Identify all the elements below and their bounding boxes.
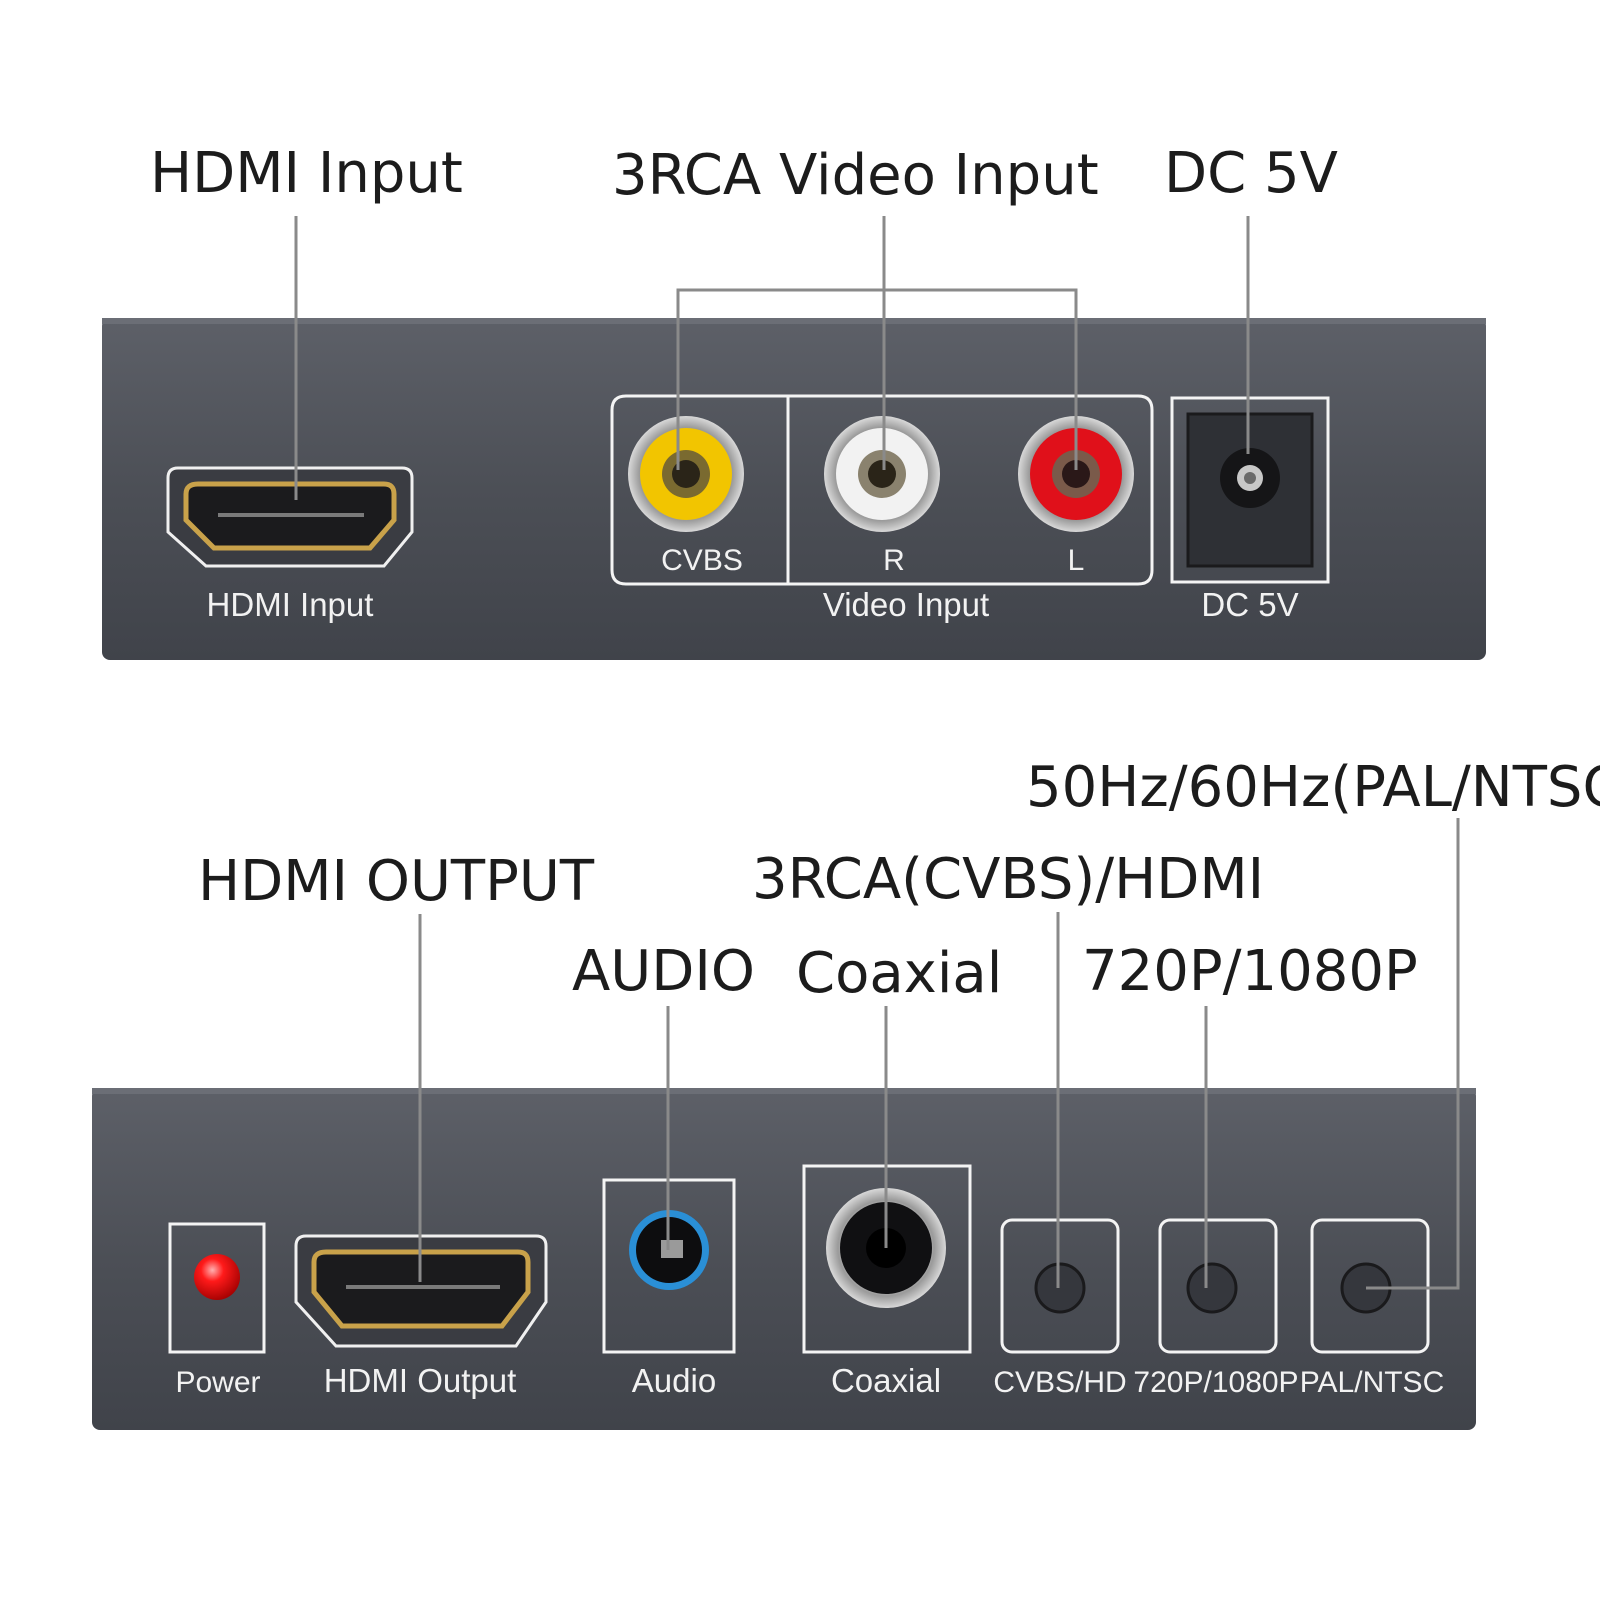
dc-power-jack xyxy=(1172,398,1328,582)
pal-ntsc-panel-label: PAL/NTSC xyxy=(1300,1366,1444,1399)
resolution-panel-label: 720P/1080P xyxy=(1133,1366,1298,1399)
power-panel-label: Power xyxy=(175,1366,260,1399)
callout-3rca-video-input: 3RCA Video Input xyxy=(612,143,1099,208)
video-input-panel-label: Video Input xyxy=(823,586,989,623)
input-panel: HDMI Input CVBS R L Vide xyxy=(102,318,1486,660)
coaxial-panel-label: Coaxial xyxy=(831,1362,941,1399)
cvbs-label: CVBS xyxy=(661,544,743,577)
callout-pal-ntsc: 50Hz/60Hz(PAL/NTSC) xyxy=(1026,755,1600,820)
hdmi-output-panel-label: HDMI Output xyxy=(324,1362,517,1399)
input-panel-top-edge xyxy=(102,318,1486,324)
hdmi-input-panel-label: HDMI Input xyxy=(207,586,374,623)
right-label: R xyxy=(883,544,905,577)
callout-3rca-cvbs-hdmi: 3RCA(CVBS)/HDMI xyxy=(752,847,1264,912)
callout-hdmi-input: HDMI Input xyxy=(150,141,463,206)
left-label: L xyxy=(1068,544,1085,577)
callout-hdmi-output: HDMI OUTPUT xyxy=(198,849,595,914)
right-audio-rca-jack xyxy=(824,416,940,532)
audio-panel-label: Audio xyxy=(632,1362,716,1399)
callout-dc-5v: DC 5V xyxy=(1164,141,1338,206)
dc-5v-panel-label: DC 5V xyxy=(1201,586,1298,623)
output-panel: Power HDMI Output Audio Coaxial xyxy=(92,1088,1476,1430)
callout-audio: AUDIO xyxy=(572,939,755,1004)
hdmi-input-port xyxy=(168,468,412,566)
callout-coaxial: Coaxial xyxy=(796,941,1002,1006)
output-panel-top-edge xyxy=(92,1088,1476,1094)
cvbs-rca-jack xyxy=(628,416,744,532)
cvbs-hd-panel-label: CVBS/HD xyxy=(993,1366,1126,1399)
callout-720p-1080p: 720P/1080P xyxy=(1082,939,1418,1004)
